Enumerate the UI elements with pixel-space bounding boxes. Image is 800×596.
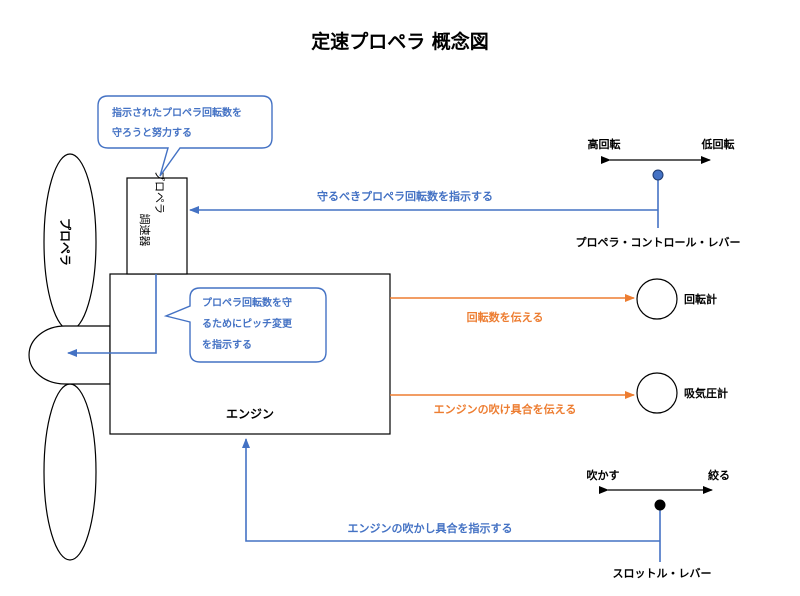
- throttle-lever-knob[interactable]: [654, 499, 666, 511]
- rpm-info-label: 回転数を伝える: [467, 310, 544, 324]
- governor-label-line2: 調速器: [138, 214, 152, 247]
- manifold-gauge: [636, 372, 678, 414]
- throttle-lever-name: スロットル・レバー: [613, 567, 712, 580]
- throttle-left-label: 吹かす: [587, 468, 620, 482]
- governor-box: [126, 177, 188, 275]
- engine-callout: [163, 287, 327, 363]
- throttle-command-label: エンジンの吹かし具合を指示する: [348, 521, 513, 535]
- tachometer-gauge: [636, 278, 678, 320]
- diagram-title: 定速プロペラ 概念図: [311, 30, 489, 53]
- prop-lever-left-label: 高回転: [588, 137, 621, 151]
- pitch-command-arrow: [67, 274, 157, 357]
- engine-callout-line1: プロペラ回転数を守: [202, 296, 292, 309]
- governor-callout-line1: 指示されたプロペラ回転数を: [112, 106, 242, 119]
- throttle-info-label: エンジンの吹け具合を伝える: [434, 402, 577, 416]
- propeller-label: プロペラ: [58, 218, 73, 266]
- engine-callout-line2: るためにピッチ変更: [202, 317, 293, 330]
- tachometer-label: 回転計: [684, 292, 717, 306]
- engine-label: エンジン: [226, 407, 274, 421]
- governor-callout: [97, 95, 273, 177]
- prop-lever-name: プロペラ・コントロール・レバー: [576, 235, 741, 249]
- propeller-spinner: [28, 325, 111, 385]
- prop-rpm-command-label: 守るべきプロペラ回転数を指示する: [317, 189, 493, 203]
- manifold-gauge-label: 吸気圧計: [684, 386, 728, 400]
- throttle-right-label: 絞る: [708, 468, 730, 482]
- prop-lever-right-label: 低回転: [701, 137, 735, 151]
- throttle-command-arrow: [242, 438, 660, 542]
- governor-callout-line2: 守ろうと努力する: [112, 126, 192, 139]
- prop-lever-knob[interactable]: [652, 169, 664, 181]
- propeller-blade-lower: [43, 383, 97, 561]
- engine-callout-line3: を指示する: [202, 338, 252, 351]
- governor-label-line1: プロペラ: [153, 170, 166, 214]
